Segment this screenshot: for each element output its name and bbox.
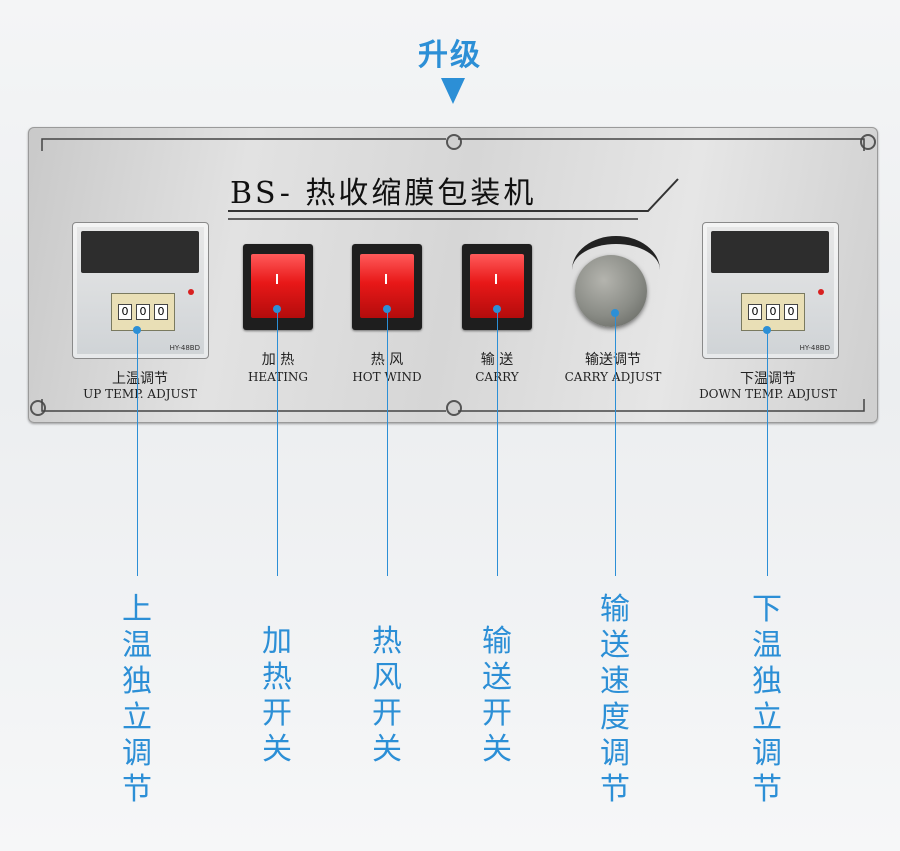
up-temp-meter[interactable]: 0 0 0 HY-48BD: [72, 222, 209, 359]
heating-switch[interactable]: [243, 244, 313, 330]
callout-line: [137, 330, 138, 576]
callout-line: [497, 309, 498, 576]
callout-line: [767, 330, 768, 576]
digit-dial[interactable]: 0 0 0: [111, 293, 175, 331]
dial-digit[interactable]: 0: [136, 304, 150, 320]
callout-line: [277, 309, 278, 576]
hot-wind-label-en: HOT WIND: [352, 370, 422, 384]
digit-dial[interactable]: 0 0 0: [741, 293, 805, 331]
power-mark-icon: [385, 274, 387, 284]
dial-digit[interactable]: 0: [118, 304, 132, 320]
callout-line: [615, 313, 616, 576]
speed-arc-indicator: [572, 236, 660, 304]
panel-frame-lines: [41, 138, 865, 412]
meter-model: HY-48BD: [799, 344, 830, 352]
carry-adjust-label-cn: 输送调节: [585, 352, 641, 368]
down-temp-meter[interactable]: 0 0 0 HY-48BD: [702, 222, 839, 359]
hot-wind-label-cn: 热 风: [370, 352, 404, 368]
dial-digit[interactable]: 0: [766, 304, 780, 320]
carry-label-cn: 输 送: [480, 352, 514, 368]
meter-display: [711, 231, 829, 273]
up-temp-label-en: UP TEMP. ADJUST: [83, 387, 197, 401]
meter-display: [81, 231, 199, 273]
down-temp-label-cn: 下温调节: [740, 371, 796, 387]
dial-digit[interactable]: 0: [748, 304, 762, 320]
screw-icon: [446, 400, 462, 416]
callout-carry-speed: 输送速度调节: [600, 592, 630, 807]
indicator-led: [818, 289, 824, 295]
callout-hot-wind: 热风开关: [372, 624, 402, 767]
callout-heating: 加热开关: [262, 624, 292, 767]
dial-digit[interactable]: 0: [154, 304, 168, 320]
callout-line: [387, 309, 388, 576]
down-arrow-icon: [441, 78, 465, 104]
meter-model: HY-48BD: [169, 344, 200, 352]
indicator-led: [188, 289, 194, 295]
dial-digit[interactable]: 0: [784, 304, 798, 320]
carry-adjust-label-en: CARRY ADJUST: [564, 370, 662, 384]
power-mark-icon: [495, 274, 497, 284]
panel-title: BS- 热收缩膜包装机: [230, 176, 537, 211]
down-temp-label-en: DOWN TEMP. ADJUST: [699, 387, 837, 401]
callout-down-temp: 下温独立调节: [752, 592, 782, 807]
screw-icon: [446, 134, 462, 150]
callout-up-temp: 上温独立调节: [122, 592, 152, 807]
callout-carry: 输送开关: [482, 624, 512, 767]
up-temp-label-cn: 上温调节: [112, 371, 168, 387]
power-mark-icon: [276, 274, 278, 284]
carry-adjust-knob[interactable]: [575, 255, 647, 327]
upgrade-label: 升级: [418, 38, 482, 73]
carry-label-en: CARRY: [417, 370, 577, 384]
